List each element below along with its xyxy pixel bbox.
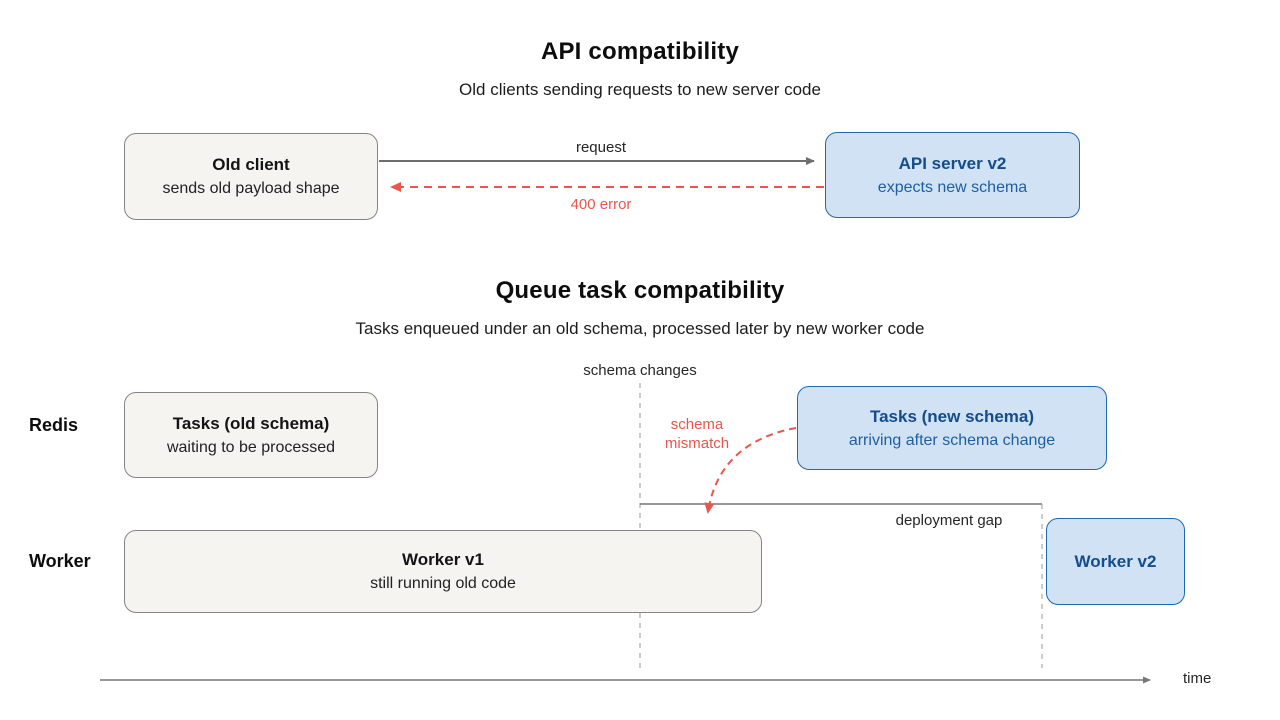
worker-lane-label: Worker bbox=[29, 551, 91, 571]
api-server-v2-title: API server v2 bbox=[898, 153, 1007, 173]
worker-v1-title: Worker v1 bbox=[402, 550, 484, 569]
old-client-title: Old client bbox=[212, 155, 290, 174]
old-client-node: Old client sends old payload shape bbox=[124, 133, 378, 220]
redis-lane-label: Redis bbox=[29, 415, 79, 435]
old-client-subtitle: sends old payload shape bbox=[162, 180, 340, 197]
error-arrow-label: 400 error bbox=[570, 196, 632, 213]
api-server-v2-node: API server v2 expects new schema bbox=[825, 132, 1080, 218]
schema-changes-label: schema changes bbox=[583, 362, 697, 379]
schema-mismatch-label: schema mismatch bbox=[627, 415, 767, 453]
api-section-subtitle: Old clients sending requests to new serv… bbox=[459, 80, 821, 99]
queue-section-subtitle: Tasks enqueued under an old schema, proc… bbox=[355, 319, 925, 338]
worker-v2-title: Worker v2 bbox=[1074, 552, 1157, 571]
schema-mismatch-line1: schema bbox=[670, 416, 724, 433]
worker-v1-node: Worker v1 still running old code bbox=[124, 530, 762, 613]
queue-section-title: Queue task compatibility bbox=[495, 277, 785, 304]
api-server-v2-subtitle: expects new schema bbox=[877, 178, 1028, 196]
new-tasks-subtitle: arriving after schema change bbox=[848, 431, 1056, 449]
old-tasks-subtitle: waiting to be processed bbox=[166, 438, 336, 456]
old-tasks-title: Tasks (old schema) bbox=[172, 413, 330, 433]
time-axis-label: time bbox=[1183, 670, 1212, 687]
new-tasks-node: Tasks (new schema) arriving after schema… bbox=[797, 386, 1107, 470]
old-tasks-node: Tasks (old schema) waiting to be process… bbox=[124, 392, 378, 478]
schema-mismatch-arrow bbox=[704, 427, 797, 514]
api-section-title: API compatibility bbox=[540, 38, 740, 65]
schema-mismatch-line2: mismatch bbox=[664, 435, 730, 452]
worker-v2-node: Worker v2 bbox=[1046, 518, 1185, 605]
deployment-gap-label: deployment gap bbox=[895, 512, 1003, 529]
new-tasks-title: Tasks (new schema) bbox=[869, 406, 1035, 426]
request-arrow-label: request bbox=[575, 139, 627, 156]
worker-v1-subtitle: still running old code bbox=[370, 575, 516, 592]
